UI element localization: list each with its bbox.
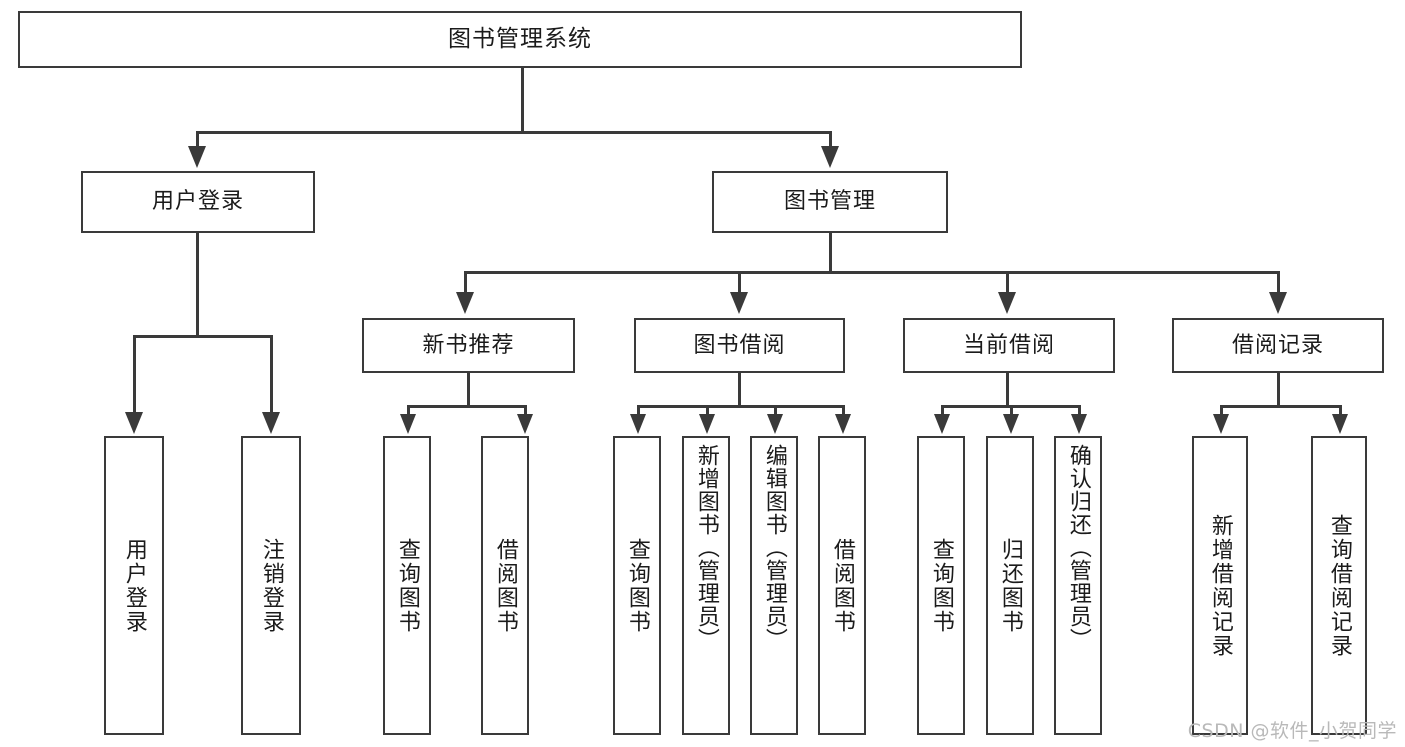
node-label: 查询图书 (928, 537, 954, 634)
node-label: 用户登录 (151, 189, 244, 214)
connector-borrow-record-stem (1277, 373, 1280, 408)
leaf-borrow-book-new-recommend[interactable]: 借阅图书 (481, 436, 529, 735)
node-label: 借阅记录 (1231, 332, 1324, 358)
leaf-user-login[interactable]: 用户登录 (104, 436, 164, 735)
connector-book-management-stem (829, 233, 832, 273)
leaf-return-book[interactable]: 归还图书 (986, 436, 1034, 735)
connector-new-book-stem (467, 373, 470, 408)
arrowhead-current-borrow (998, 292, 1016, 314)
arrowhead-leaf-query-book-2 (630, 414, 646, 434)
connector-user-login-stem (196, 233, 199, 337)
node-label: 借阅图书 (829, 537, 855, 634)
node-label: 当前借阅 (962, 332, 1055, 358)
connector-root-to-user-login (196, 131, 199, 151)
arrowhead-book-management (821, 146, 839, 168)
leaf-edit-book-admin[interactable]: 编辑图书（管理员） (750, 436, 798, 735)
csdn-watermark: CSDN @软件_小贺同学 (1187, 720, 1397, 742)
leaf-query-borrow-record[interactable]: 查询借阅记录 (1311, 436, 1367, 735)
leaf-query-book-new-recommend[interactable]: 查询图书 (383, 436, 431, 735)
connector-new-book-to-leaf-1 (407, 405, 410, 417)
arrowhead-leaf-confirm-return (1071, 414, 1087, 434)
node-book-borrow[interactable]: 图书借阅 (634, 318, 845, 373)
connector-user-login-to-leaf-1 (133, 335, 136, 417)
leaf-query-book-borrow[interactable]: 查询图书 (613, 436, 661, 735)
node-book-management[interactable]: 图书管理 (712, 171, 948, 233)
arrowhead-leaf-logout (262, 412, 280, 434)
node-label: 确认归还（管理员） (1065, 444, 1091, 651)
node-label: 新增借阅记录 (1207, 513, 1233, 658)
connector-root-to-book-management (829, 131, 832, 151)
node-label: 借阅图书 (492, 537, 518, 634)
connector-bb-to-leaf-3 (774, 405, 777, 417)
leaf-confirm-return-admin[interactable]: 确认归还（管理员） (1054, 436, 1102, 735)
connector-cb-to-leaf-2 (1010, 405, 1013, 417)
connector-user-login-to-leaf-2 (270, 335, 273, 417)
arrowhead-leaf-return-book (1003, 414, 1019, 434)
node-root-library-system[interactable]: 图书管理系统 (18, 11, 1022, 68)
connector-bm-to-current-borrow (1006, 271, 1009, 296)
connector-book-management-bus (464, 271, 1280, 274)
connector-new-book-bus (407, 405, 527, 408)
arrowhead-leaf-add-book (699, 414, 715, 434)
node-label: 图书借阅 (693, 332, 786, 358)
leaf-logout[interactable]: 注销登录 (241, 436, 301, 735)
connector-bm-to-book-borrow (738, 271, 741, 296)
node-label: 注销登录 (258, 537, 284, 634)
connector-root-bus (196, 131, 832, 134)
connector-root-stem (521, 68, 524, 133)
arrowhead-leaf-edit-book (767, 414, 783, 434)
connector-br-to-leaf-1 (1220, 405, 1223, 417)
node-label: 查询图书 (624, 537, 650, 634)
connector-user-login-bus (133, 335, 273, 338)
connector-bb-to-leaf-4 (842, 405, 845, 417)
connector-borrow-record-bus (1220, 405, 1342, 408)
node-label: 查询借阅记录 (1326, 513, 1352, 658)
node-label: 用户登录 (121, 537, 147, 634)
connector-bm-to-borrow-record (1277, 271, 1280, 296)
node-label: 编辑图书（管理员） (761, 444, 787, 651)
node-label: 查询图书 (394, 537, 420, 634)
node-label: 归还图书 (997, 537, 1023, 634)
arrowhead-leaf-query-record (1332, 414, 1348, 434)
arrowhead-borrow-record (1269, 292, 1287, 314)
arrowhead-leaf-borrow-book-1 (517, 414, 533, 434)
node-borrow-record[interactable]: 借阅记录 (1172, 318, 1384, 373)
node-label: 新增图书（管理员） (693, 444, 719, 651)
leaf-query-book-current[interactable]: 查询图书 (917, 436, 965, 735)
arrowhead-leaf-query-book-3 (934, 414, 950, 434)
connector-cb-to-leaf-1 (941, 405, 944, 417)
arrowhead-leaf-borrow-book-2 (835, 414, 851, 434)
arrowhead-new-book-recommend (456, 292, 474, 314)
node-new-book-recommend[interactable]: 新书推荐 (362, 318, 575, 373)
arrowhead-leaf-add-record (1213, 414, 1229, 434)
connector-bb-to-leaf-1 (637, 405, 640, 417)
connector-bm-to-new-book (464, 271, 467, 296)
node-label: 图书管理 (783, 189, 876, 214)
connector-br-to-leaf-2 (1339, 405, 1342, 417)
node-label: 图书管理系统 (448, 26, 592, 52)
connector-cb-to-leaf-3 (1078, 405, 1081, 417)
node-label: 新书推荐 (422, 332, 515, 358)
node-current-borrow[interactable]: 当前借阅 (903, 318, 1115, 373)
connector-new-book-to-leaf-2 (524, 405, 527, 417)
arrowhead-book-borrow (730, 292, 748, 314)
connector-book-borrow-bus (637, 405, 844, 408)
leaf-borrow-book-borrow[interactable]: 借阅图书 (818, 436, 866, 735)
arrowhead-user-login (188, 146, 206, 168)
leaf-add-book-admin[interactable]: 新增图书（管理员） (682, 436, 730, 735)
arrowhead-leaf-user-login (125, 412, 143, 434)
leaf-add-borrow-record[interactable]: 新增借阅记录 (1192, 436, 1248, 735)
node-user-login[interactable]: 用户登录 (81, 171, 315, 233)
connector-current-borrow-stem (1006, 373, 1009, 408)
connector-bb-to-leaf-2 (706, 405, 709, 417)
connector-book-borrow-stem (738, 373, 741, 408)
arrowhead-leaf-query-book-1 (400, 414, 416, 434)
